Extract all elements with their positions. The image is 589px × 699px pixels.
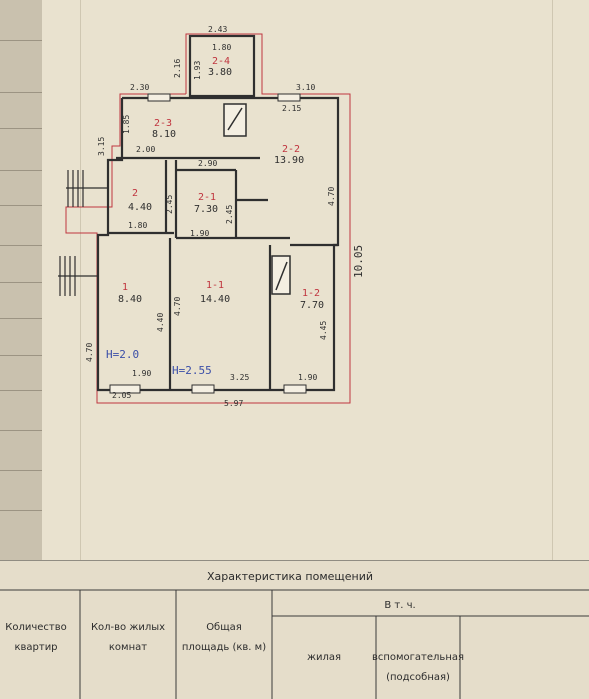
dimension: 1.85 [122, 115, 131, 134]
dimension: 4.70 [85, 343, 94, 362]
room-area: 7.70 [300, 300, 324, 311]
col-header-total: Общая [206, 622, 242, 633]
entrance-stairs-icon [58, 256, 98, 296]
room-characteristics-table: Характеристика помещений Количество квар… [0, 560, 589, 699]
dimension: 3.10 [296, 83, 315, 92]
dimension: 2.43 [208, 25, 227, 34]
building-contour [65, 33, 351, 404]
room-area: 8.10 [152, 129, 176, 140]
dimension: 2.05 [112, 391, 131, 400]
room-area: 13.90 [274, 155, 304, 166]
walls [96, 34, 340, 392]
col-header-group: В т. ч. [384, 600, 415, 611]
dimension: 1.93 [193, 61, 202, 80]
col-header-aux: (подсобная) [386, 672, 450, 683]
room-number: 2-4 [212, 56, 230, 67]
dimension: 2.16 [173, 59, 182, 78]
floor-plan: 2-4 2-3 2-2 2-1 2 1 1-1 1-2 3.80 8.10 13… [58, 25, 365, 408]
ceiling-height-label: H=2.55 [172, 364, 212, 377]
col-header-rooms: комнат [109, 642, 147, 653]
dimension: 4.70 [173, 297, 182, 316]
room-number: 1-2 [302, 288, 320, 299]
dimension: 2.45 [225, 205, 234, 224]
dimension: 2.30 [130, 83, 149, 92]
col-header-total: площадь (кв. м) [182, 642, 266, 653]
room-area: 7.30 [194, 204, 218, 215]
table-title: Характеристика помещений [207, 570, 373, 583]
room-number: 2 [132, 188, 138, 199]
dimension: 2.45 [165, 195, 174, 214]
col-header-living: жилая [307, 652, 341, 663]
dimension: 3.15 [97, 137, 106, 156]
dimension: 1.90 [298, 373, 317, 382]
dimension-labels: 2.43 1.80 2.16 1.93 2.30 3.10 2.15 3.15 … [85, 25, 336, 408]
ceiling-height-label: H=2.0 [106, 348, 139, 361]
col-header-rooms: Кол-во жилых [91, 622, 165, 633]
room-area-labels: 3.80 8.10 13.90 7.30 4.40 8.40 14.40 7.7… [118, 67, 324, 311]
dimension: 1.90 [132, 369, 151, 378]
dimension: 1.80 [212, 43, 231, 52]
room-area: 8.40 [118, 294, 142, 305]
dimension: 4.45 [319, 321, 328, 340]
entrance-stairs-icon [66, 170, 108, 207]
room-number: 2-1 [198, 192, 216, 203]
room-area: 4.40 [128, 202, 152, 213]
room-number-labels: 2-4 2-3 2-2 2-1 2 1 1-1 1-2 [122, 56, 320, 299]
room-number: 1-1 [206, 280, 224, 291]
dimension: 5.97 [224, 399, 243, 408]
room-area: 14.40 [200, 294, 230, 305]
col-header-aux: вспомогательная [372, 652, 464, 663]
dimension: 2.00 [136, 145, 155, 154]
overall-height-dimension: 10.05 [352, 245, 365, 278]
stove-icon [223, 103, 247, 137]
room-number: 1 [122, 282, 128, 293]
table-grid: Характеристика помещений Количество квар… [0, 560, 589, 699]
dimension: 1.90 [190, 229, 209, 238]
dimension: 3.25 [230, 373, 249, 382]
dimension: 2.90 [198, 159, 217, 168]
col-header-quantity: квартир [14, 642, 57, 653]
dimension: 4.70 [327, 187, 336, 206]
room-number: 2-3 [154, 118, 172, 129]
dimension: 1.80 [128, 221, 147, 230]
dimension: 2.15 [282, 104, 301, 113]
col-header-quantity: Количество [5, 622, 67, 633]
stove-icon [271, 255, 291, 295]
dimension: 4.40 [156, 313, 165, 332]
windows [109, 93, 307, 394]
room-number: 2-2 [282, 144, 300, 155]
room-area: 3.80 [208, 67, 232, 78]
